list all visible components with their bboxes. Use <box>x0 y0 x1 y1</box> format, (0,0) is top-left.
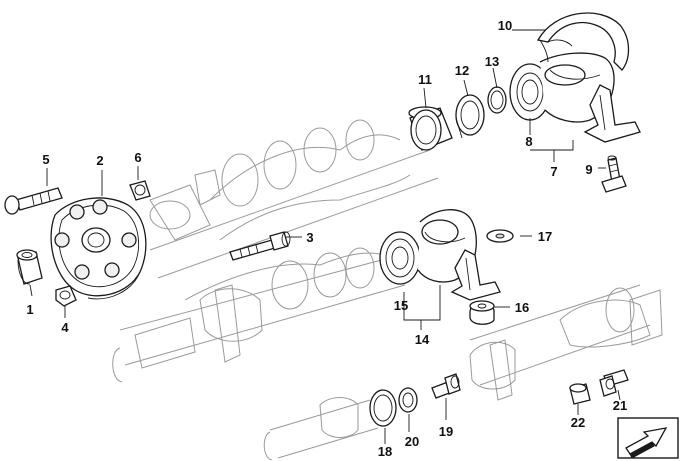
sleeve-part-11 <box>408 106 453 151</box>
callout-5: 5 <box>42 152 49 167</box>
mount-part-16 <box>469 300 495 325</box>
ring-part-12 <box>455 94 485 139</box>
bolt-part-5 <box>4 187 63 215</box>
callout-10: 10 <box>498 18 512 33</box>
callout-4: 4 <box>61 320 69 335</box>
ring-part-18 <box>369 389 397 427</box>
sleeve-part-1 <box>16 249 43 285</box>
callout-18: 18 <box>378 444 392 459</box>
nut-part-4 <box>55 285 77 307</box>
view-direction-arrow-icon <box>617 417 679 459</box>
ring-part-20 <box>398 387 418 413</box>
callout-19: 19 <box>439 424 453 439</box>
nut-part-6 <box>129 180 151 201</box>
callout-1: 1 <box>26 302 33 317</box>
callout-13: 13 <box>485 54 499 69</box>
bolt-part-9 <box>601 155 627 193</box>
callout-6: 6 <box>134 150 141 165</box>
circlip-part-13 <box>487 86 507 114</box>
callout-20: 20 <box>405 434 419 449</box>
callout-11: 11 <box>418 72 432 87</box>
bolt-part-21 <box>599 369 629 397</box>
callout-21: 21 <box>613 398 627 413</box>
bolt-part-19 <box>431 373 461 399</box>
callout-7: 7 <box>550 164 557 179</box>
callout-22: 22 <box>571 415 585 430</box>
bottom-shaft-ghost <box>263 397 379 461</box>
callout-12: 12 <box>455 63 469 78</box>
callout-3: 3 <box>306 230 313 245</box>
callout-8: 8 <box>525 134 532 149</box>
callout-15: 15 <box>394 298 408 313</box>
callout-17: 17 <box>538 229 552 244</box>
leader-lines <box>29 29 621 444</box>
center-bearing-upper <box>509 52 641 143</box>
callout-2: 2 <box>96 153 103 168</box>
center-bearing-lower <box>379 209 501 301</box>
lower-shaft-ghost <box>469 284 663 401</box>
upper-shaft-ghost <box>149 119 439 279</box>
callout-14: 14 <box>415 332 430 347</box>
callout-9: 9 <box>585 162 592 177</box>
bolt-part-3 <box>229 231 291 261</box>
washer-part-17 <box>486 229 514 243</box>
cover-part-10 <box>536 12 630 71</box>
flex-disc <box>50 197 147 300</box>
middle-shaft-ghost <box>112 247 406 383</box>
background-shafts <box>112 119 663 461</box>
nut-part-22 <box>569 383 591 405</box>
callout-labels: 1 2 3 4 5 6 7 8 9 10 11 12 13 14 15 16 1… <box>26 18 627 459</box>
callout-16: 16 <box>515 300 529 315</box>
